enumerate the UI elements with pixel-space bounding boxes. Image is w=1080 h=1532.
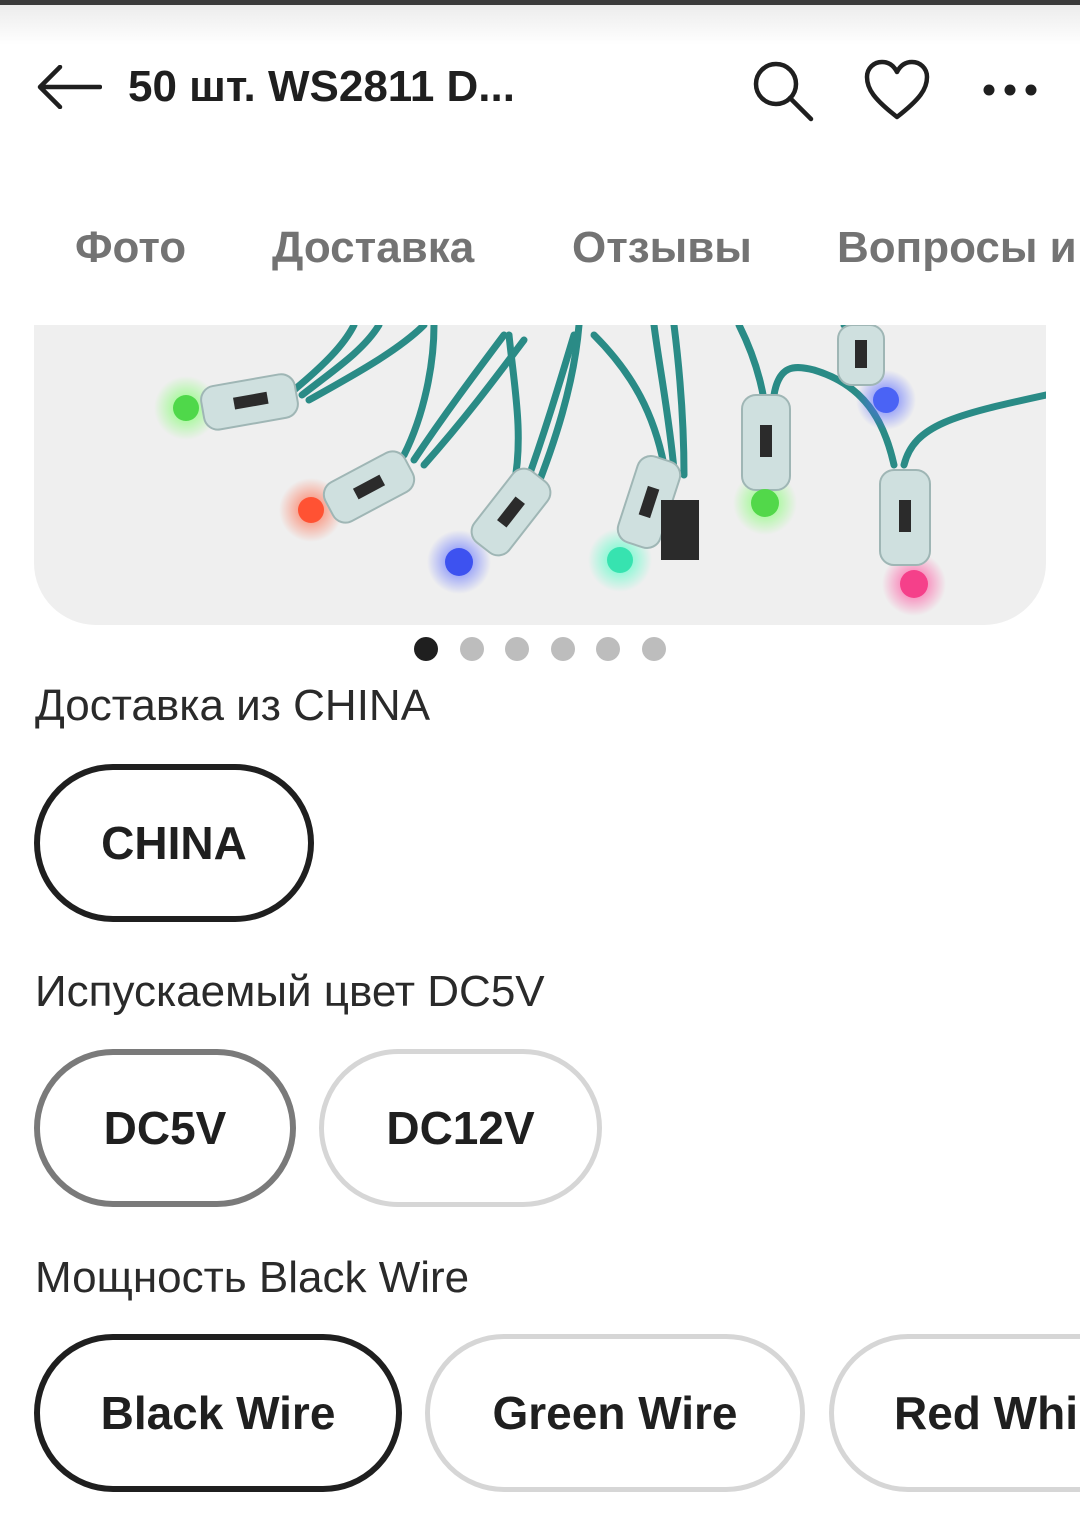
- more-button[interactable]: [970, 50, 1050, 130]
- option-dc5v[interactable]: DC5V: [34, 1049, 296, 1207]
- option-dc5v-label: DC5V: [103, 1102, 227, 1154]
- tab-photo[interactable]: Фото: [75, 223, 187, 272]
- gallery-dot-5[interactable]: [596, 637, 620, 661]
- option-china-label: CHINA: [101, 817, 247, 869]
- option-black-wire[interactable]: Black Wire: [34, 1334, 402, 1492]
- section-tabs: Фото Доставка Отзывы Вопросы и: [0, 200, 1080, 300]
- arrow-left-icon: [37, 65, 102, 109]
- option-red-white-wire[interactable]: Red Whi: [829, 1334, 1080, 1492]
- gallery-dot-4[interactable]: [551, 637, 575, 661]
- gallery-dot-3[interactable]: [505, 637, 529, 661]
- gallery-dot-6[interactable]: [642, 637, 666, 661]
- header: 50 шт. WS2811 D...: [0, 40, 1080, 135]
- search-icon: [753, 61, 814, 122]
- status-bar-edge: [0, 0, 1080, 5]
- option-black-wire-label: Black Wire: [100, 1387, 336, 1439]
- option-green-wire-label: Green Wire: [492, 1387, 738, 1439]
- more-dots-icon: [983, 84, 1037, 96]
- wire-label: Мощность Black Wire: [35, 1253, 470, 1302]
- gallery-dot-1[interactable]: [414, 637, 438, 661]
- page-title: 50 шт. WS2811 D...: [128, 62, 515, 111]
- search-button[interactable]: [742, 50, 822, 130]
- led-string-illustration: [154, 325, 1046, 616]
- voltage-label: Испускаемый цвет DC5V: [35, 967, 545, 1016]
- option-green-wire[interactable]: Green Wire: [425, 1334, 805, 1492]
- product-image[interactable]: [34, 325, 1046, 625]
- tab-reviews[interactable]: Отзывы: [572, 223, 752, 272]
- tab-questions[interactable]: Вопросы и: [837, 223, 1077, 272]
- gallery-pagination: [0, 637, 1080, 661]
- option-dc12v[interactable]: DC12V: [319, 1049, 602, 1207]
- back-button[interactable]: [30, 52, 108, 122]
- gallery-dot-2[interactable]: [460, 637, 484, 661]
- option-dc12v-label: DC12V: [386, 1102, 535, 1154]
- tab-delivery[interactable]: Доставка: [272, 223, 475, 272]
- option-red-white-wire-label: Red Whi: [894, 1387, 1078, 1439]
- heart-icon: [864, 59, 930, 120]
- option-china[interactable]: CHINA: [34, 764, 314, 922]
- top-shadow: [0, 5, 1080, 45]
- favorite-button[interactable]: [857, 50, 937, 130]
- shipping-label: Доставка из CHINA: [35, 681, 431, 730]
